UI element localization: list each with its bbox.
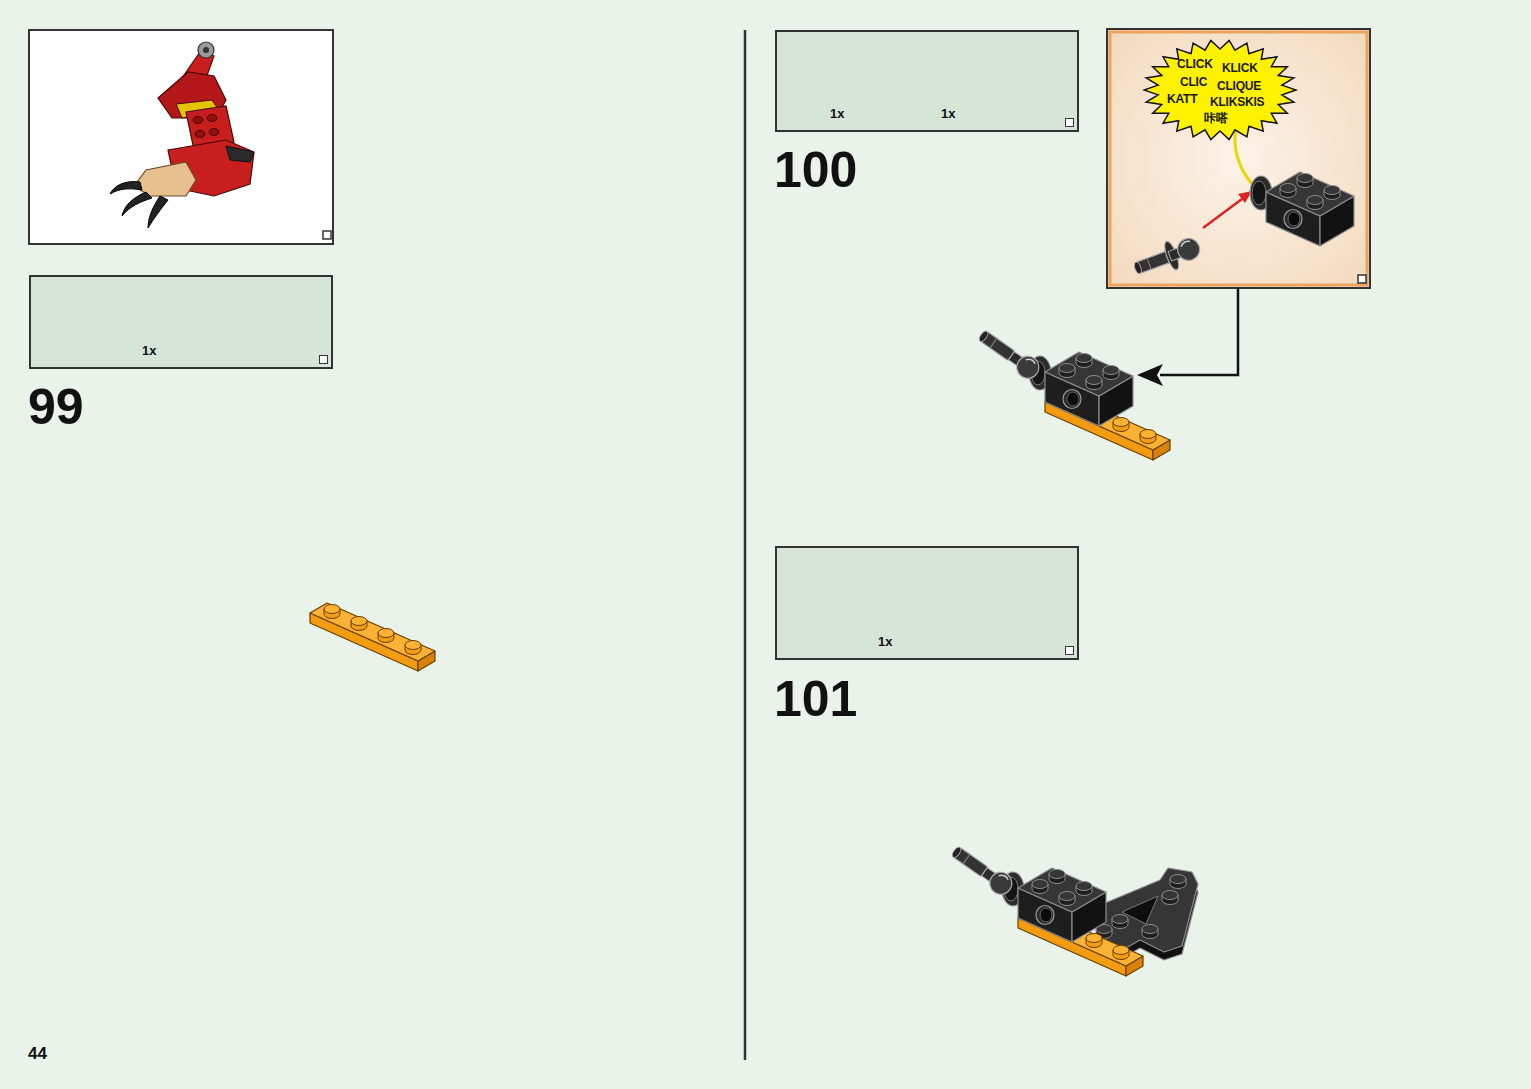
starburst-shape [1144,40,1296,139]
technic-hole [1284,210,1302,229]
step-number: 101 [774,674,857,724]
red-arrow [1203,196,1246,228]
sound-word: KLICK [1222,62,1258,74]
sound-word: 咔嗒 [1204,112,1228,124]
stud [1170,875,1186,884]
model-body [226,146,254,162]
callout-inner-border [1110,32,1367,285]
corner-mark [1358,275,1366,283]
part-shape [1026,357,1036,365]
stud [1280,184,1296,193]
model-claw [134,162,196,196]
stud [324,605,340,614]
page-divider [744,30,747,1060]
corner-mark [1065,646,1074,655]
stud [1059,364,1075,373]
sound-word: CLICK [1177,58,1213,70]
part-shape [978,330,990,343]
parts-drawing [110,42,1354,976]
corner-mark [319,355,328,364]
part-shape [1133,261,1143,274]
stud [1140,430,1156,439]
preview-frame [29,30,333,244]
stud [193,117,203,124]
model-joint [198,42,214,58]
technic-hole [1040,908,1052,922]
part-shape [1045,352,1133,396]
arrowhead [1137,364,1163,386]
parts-box: 1x [29,275,333,369]
stud [405,641,421,650]
stud [1297,174,1313,183]
stud [1142,925,1158,934]
stud [1076,882,1092,891]
ball-joint [975,326,1043,383]
part-shape [1180,240,1191,247]
stud [1103,366,1119,375]
sound-word: CLIC [1180,76,1207,88]
stud [1113,418,1129,427]
sound-word: KLIKSKIS [1210,96,1264,108]
part-quantity: 1x [878,635,892,648]
technic-hole [1063,390,1081,409]
callout-frame [1107,29,1370,288]
part-shape [963,854,970,864]
stud [1112,915,1128,924]
sound-word: KATT [1167,93,1197,105]
part-shape [951,846,963,859]
click-leader [1235,128,1252,184]
technic-hole [1288,212,1300,226]
stud [378,629,394,638]
stud [1032,880,1048,889]
stud [351,617,367,626]
stud [1324,186,1340,195]
talon [148,196,168,228]
technic-hole [1036,906,1054,925]
part-quantity: 1x [941,107,955,120]
part-shape [1018,868,1106,912]
talon [122,192,152,216]
stud [1113,946,1129,955]
callout-leader [1160,288,1238,375]
stud [1076,354,1092,363]
stud [195,131,205,138]
part-shape [1147,258,1151,269]
technic-hole [1067,392,1079,406]
part-shape [1266,172,1354,216]
click-starburst: CLICK KLICK CLIC CLIQUE KATT KLIKSKIS 咔嗒 [1142,38,1298,142]
stud [1086,934,1102,943]
parts-box: 1x [775,546,1079,660]
step-number: 99 [28,382,84,432]
parts-box: 1x 1x [775,30,1079,132]
stud [1059,892,1075,901]
part-quantity: 1x [830,107,844,120]
stud [209,129,219,136]
step-number: 100 [774,145,857,195]
part-shape [985,868,1016,899]
part-shape [1012,352,1043,383]
stud [1086,376,1102,385]
ball-joint [948,842,1016,899]
stud [1049,870,1065,879]
page-number: 44 [28,1045,47,1062]
ball-joint [1130,232,1204,283]
part-shape [990,338,997,348]
stud [1162,891,1178,900]
corner-mark [1065,118,1074,127]
part-shape [1175,235,1203,263]
sound-word: CLIQUE [1217,80,1261,92]
part-quantity: 1x [142,344,156,357]
stud [207,115,217,122]
model-joint [203,47,209,53]
part-shape [999,873,1009,881]
stud [1307,196,1323,205]
corner-mark [323,231,331,239]
part-shape [310,603,435,661]
talon [110,182,142,194]
ball-socket [1252,181,1266,205]
